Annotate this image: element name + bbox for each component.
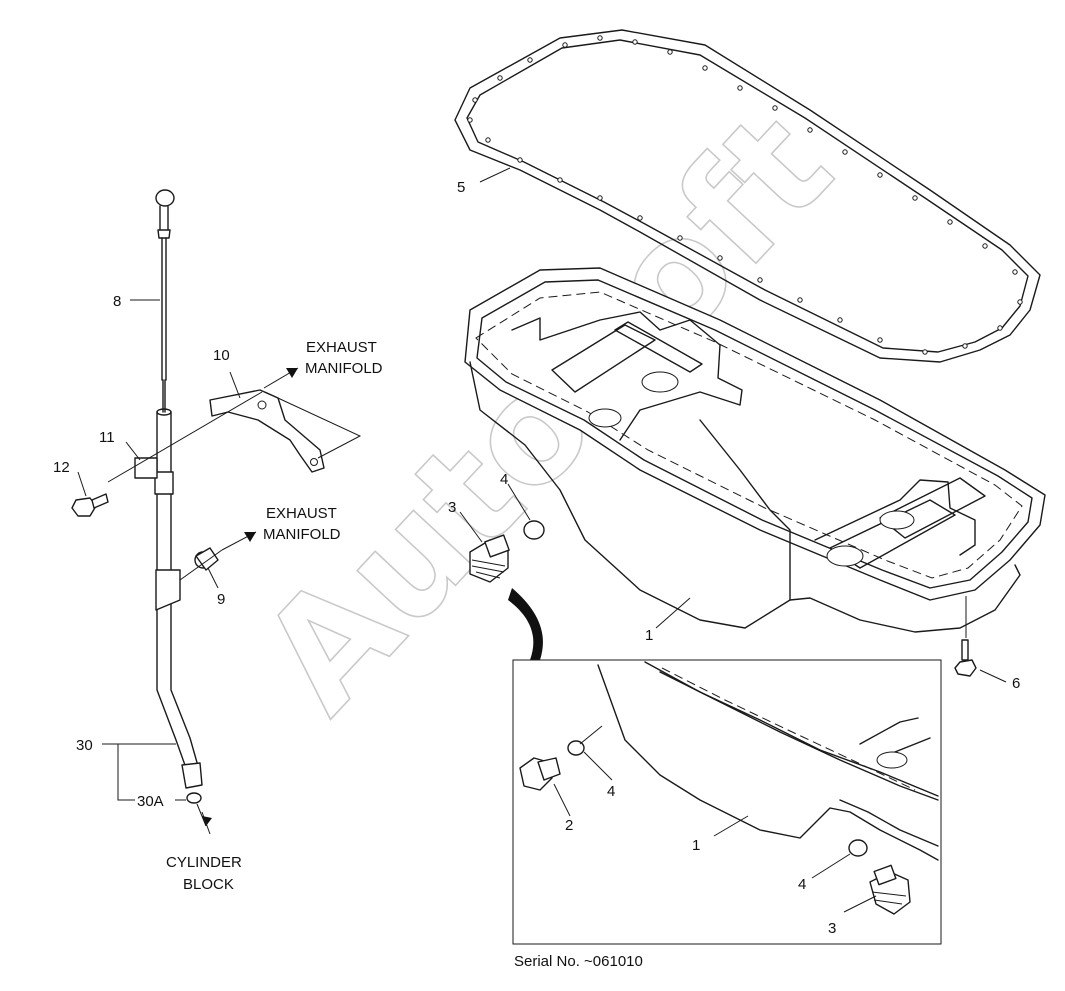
detail-inset [512, 659, 942, 945]
o-ring-inset-a [567, 740, 585, 756]
callout-5: 5 [457, 179, 465, 196]
detail-arrow [508, 588, 543, 660]
o-ring-inset-b [848, 839, 868, 857]
o-ring-main [523, 520, 545, 540]
oil-pan-gasket [454, 29, 1041, 363]
callout-11: 11 [99, 429, 115, 446]
clamp-11 [134, 457, 158, 479]
leader-lines [77, 167, 1007, 827]
exhaust-manifold-note-1-line2: MANIFOLD [305, 360, 383, 377]
inset-callout-2: 2 [565, 817, 573, 834]
callout-4: 4 [500, 471, 508, 488]
callout-labels: 5 1 3 4 6 8 10 11 12 9 30 30A 1 2 4 4 3 [53, 179, 1020, 937]
callout-10: 10 [213, 347, 230, 364]
note-labels: EXHAUST MANIFOLD EXHAUST MANIFOLD CYLIND… [166, 339, 643, 970]
callout-3: 3 [448, 499, 456, 516]
direction-arrows [201, 367, 299, 835]
inset-callout-4a: 4 [607, 783, 615, 800]
exhaust-manifold-note-2-line1: EXHAUST [266, 505, 337, 522]
bracket-10 [209, 389, 325, 473]
gasket-bolt-holes [467, 35, 1023, 355]
dipstick [154, 189, 203, 804]
cylinder-block-note-line1: CYLINDER [166, 854, 242, 871]
callout-12: 12 [53, 459, 70, 476]
oil-pan [464, 267, 1046, 633]
callout-9: 9 [217, 591, 225, 608]
drain-plug-main [469, 534, 510, 583]
inset-callout-3: 3 [828, 920, 836, 937]
callout-30a: 30A [137, 793, 164, 810]
cylinder-block-note-line2: BLOCK [183, 876, 234, 893]
callout-8: 8 [113, 293, 121, 310]
bolt-12 [71, 493, 109, 517]
inset-callout-4b: 4 [798, 876, 806, 893]
callout-30: 30 [76, 737, 93, 754]
inset-serial-caption: Serial No. ~061010 [514, 953, 643, 970]
callout-1: 1 [645, 627, 653, 644]
bolt-6 [954, 596, 977, 677]
exhaust-manifold-note-2-line2: MANIFOLD [263, 526, 341, 543]
exhaust-manifold-note-1-line1: EXHAUST [306, 339, 377, 356]
inset-callout-1: 1 [692, 837, 700, 854]
spacer-9 [194, 547, 219, 571]
callout-6: 6 [1012, 675, 1020, 692]
